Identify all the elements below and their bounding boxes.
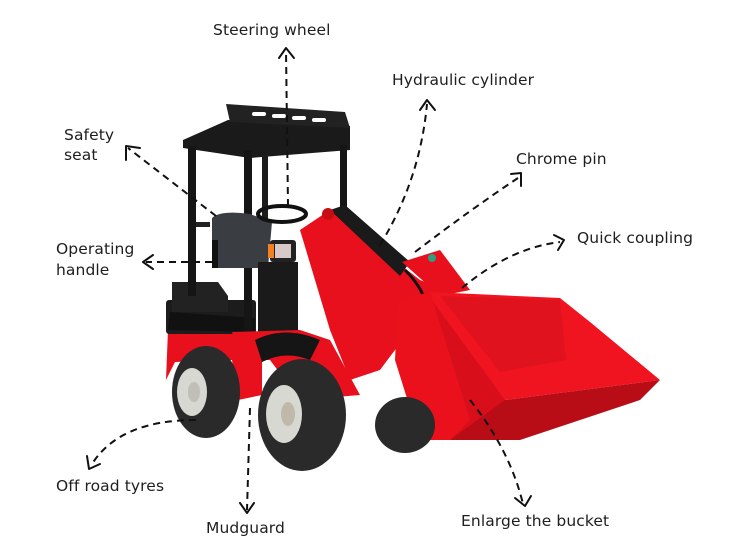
loader-arm [300, 205, 470, 380]
steering-wheel-shape [256, 204, 308, 224]
mudguard-arrow [246, 407, 251, 511]
label-safety-seat: Safety seat [64, 126, 115, 164]
chrome-pin-arrow [414, 177, 519, 253]
quick-coupling-arrow [461, 241, 561, 289]
label-steering-wheel: Steering wheel [213, 21, 331, 39]
label-operating-handle: Operating handle [56, 240, 135, 279]
label-enlarge-bucket: Enlarge the bucket [461, 512, 610, 530]
safety-seat-arrow [127, 147, 217, 217]
front-wheel [258, 359, 346, 471]
label-off-road-tyres: Off road tyres [56, 477, 165, 495]
operating-handle-shape [212, 240, 218, 268]
steering-wheel-arrow [285, 49, 289, 207]
label-mudguard: Mudguard [206, 519, 285, 537]
label-quick-coupling: Quick coupling [577, 229, 694, 247]
front-wheel-far [375, 397, 435, 453]
rear-wheel [172, 346, 240, 438]
hydraulic-cylinder-arrow [379, 103, 428, 246]
label-hydraulic-cylinder: Hydraulic cylinder [392, 71, 535, 89]
label-chrome-pin: Chrome pin [516, 150, 607, 168]
safety-seat-shape [212, 212, 272, 268]
bucket [395, 292, 660, 440]
enlarge-bucket-arrow [469, 399, 524, 505]
off-road-tyres-arrow [91, 419, 197, 465]
